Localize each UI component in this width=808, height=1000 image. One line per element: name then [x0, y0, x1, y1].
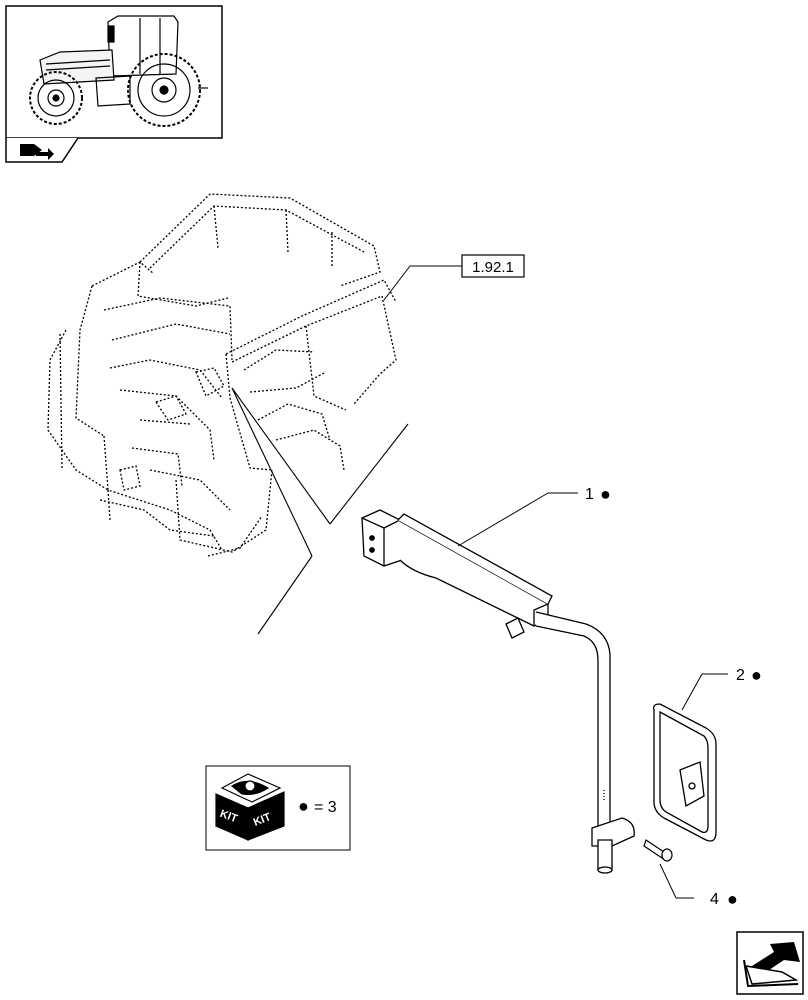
kit-badge-left: KIT [218, 808, 239, 825]
callout-1-marker: ● [600, 484, 611, 504]
corner-nav[interactable] [736, 931, 804, 995]
callout-2: 2 ● [736, 665, 762, 685]
reference-box[interactable]: 1.92.1 [461, 254, 525, 278]
reference-label: 1.92.1 [472, 259, 514, 276]
callout-2-number: 2 [736, 667, 745, 684]
zoom-lines [231, 387, 409, 635]
callout-4: 4 ● [710, 889, 738, 909]
callout-leaders [457, 492, 728, 899]
kit-legend-equals: = 3 [314, 799, 337, 816]
callout-1-number: 1 [585, 486, 594, 503]
tractor-icon [29, 15, 208, 127]
kit-legend-marker: ● [298, 796, 309, 816]
kit-legend: KIT KIT ● = 3 [205, 765, 351, 851]
cab-frame [47, 193, 397, 557]
callout-4-number: 4 [710, 891, 719, 908]
tractor-thumbnail [5, 5, 223, 163]
mirror-arm-part [361, 509, 635, 874]
screw-part [643, 839, 673, 862]
mirror-head-part [652, 703, 717, 842]
callout-4-marker: ● [727, 889, 738, 909]
callout-1: 1 ● [585, 484, 611, 504]
reference-leader [383, 265, 462, 301]
page-turn-icon[interactable] [20, 144, 54, 160]
next-page-arrow-icon[interactable] [743, 942, 800, 988]
kit-box-icon: KIT KIT [215, 773, 285, 841]
callout-2-marker: ● [751, 665, 762, 685]
